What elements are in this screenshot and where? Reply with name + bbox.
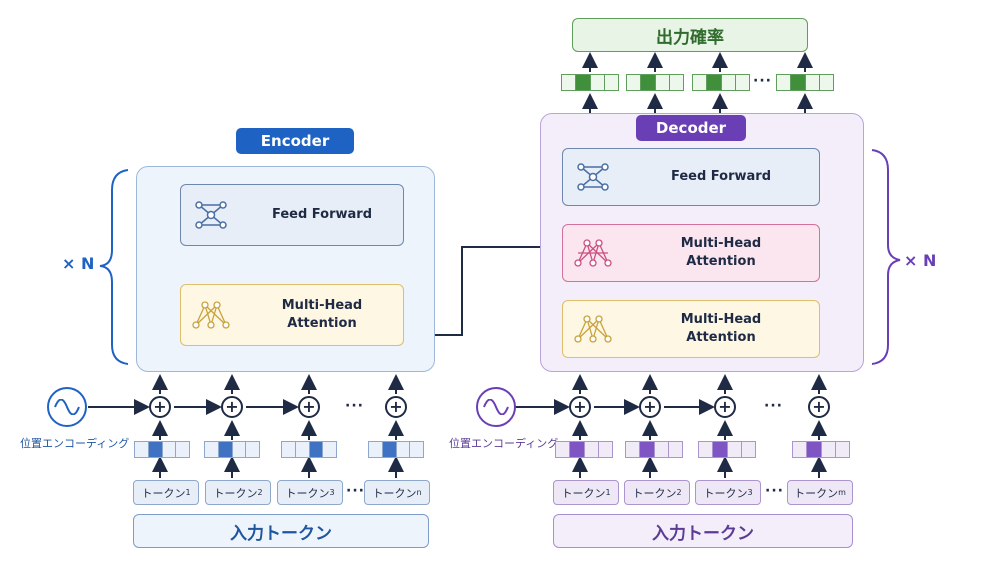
encoder-input-label: 入力トークン [133,514,429,548]
output-probability-vector [561,74,619,91]
decoder-ellipsis: ··· [764,398,783,414]
decoder-cross-attention-line1: Multi-Head [680,236,762,251]
encoder-feed-forward-block: Feed Forward [180,184,404,246]
encoder-attention-line1: Multi-Head [281,298,363,313]
encoder-embedding-vector [134,441,190,458]
encoder-repeat-label: × N [62,254,95,273]
decoder-input-label: 入力トークン [553,514,853,548]
decoder-positional-encoding-label: 位置エンコーディング [449,437,559,450]
decoder-feed-forward-block: Feed Forward [562,148,820,206]
encoder-add-icon: + [221,396,243,418]
decoder-embedding-vector [698,441,756,458]
encoder-add-icon: + [385,396,407,418]
encoder-feed-forward-label: Feed Forward [271,207,372,222]
output-probability-vector [776,74,834,91]
encoder-embedding-vector [204,441,260,458]
decoder-title: Decoder [636,115,746,141]
network-icon [563,149,623,205]
positional-encoding-icon [476,387,516,427]
decoder-embedding-vector [555,441,613,458]
encoder-ellipsis: ··· [345,398,364,414]
encoder-positional-encoding-label: 位置エンコーディング [20,437,130,450]
decoder-add-icon: + [714,396,736,418]
encoder-title: Encoder [236,128,354,154]
decoder-embedding-vector [792,441,850,458]
attention-icon [563,225,623,281]
output-probability-vector [692,74,750,91]
decoder-add-icon: + [639,396,661,418]
encoder-add-icon: + [149,396,171,418]
output-probability-vector [626,74,684,91]
encoder-brace [99,169,129,365]
decoder-add-icon: + [808,396,830,418]
decoder-add-icon: + [569,396,591,418]
decoder-self-attention-line2: Attention [686,330,756,345]
decoder-cross-attention-line2: Attention [686,254,756,269]
attention-icon [563,301,623,357]
encoder-token-ellipsis: ··· [346,483,365,499]
network-icon [181,185,241,245]
decoder-token-ellipsis: ··· [765,483,784,499]
output-probability-label: 出力確率 [572,18,808,52]
encoder-attention-line2: Attention [287,316,357,331]
decoder-self-attention-line1: Multi-Head [680,312,762,327]
decoder-feed-forward-label: Feed Forward [670,169,771,184]
encoder-add-icon: + [298,396,320,418]
decoder-brace [871,149,901,365]
encoder-embedding-vector [368,441,424,458]
positional-encoding-icon [47,387,87,427]
encoder-embedding-vector [281,441,337,458]
decoder-embedding-vector [625,441,683,458]
output-ellipsis: ··· [753,73,772,89]
decoder-repeat-label: × N [904,251,937,270]
attention-icon [181,285,241,345]
